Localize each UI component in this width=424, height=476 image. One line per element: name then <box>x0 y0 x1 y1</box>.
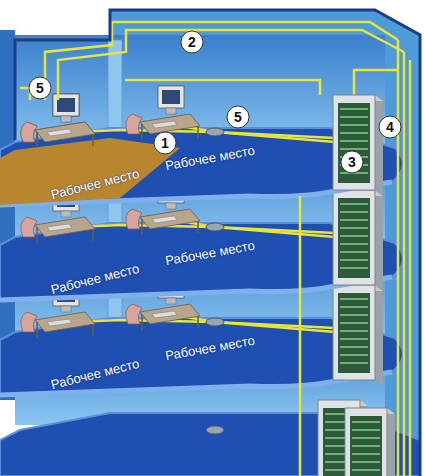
callout-circle <box>29 77 51 99</box>
callout-number: 3 <box>341 151 363 173</box>
riser-cable <box>300 40 410 476</box>
highlighted-floor <box>0 138 180 205</box>
callout-circle <box>379 116 401 138</box>
callout-number: 1 <box>154 132 176 154</box>
callout-circle <box>341 151 363 173</box>
area-label: Рабочее место <box>49 356 140 392</box>
area-label: Рабочее место <box>164 333 256 363</box>
callout-circle <box>154 132 176 154</box>
cable <box>20 88 30 100</box>
building-outline <box>15 10 420 476</box>
workstation <box>21 94 95 148</box>
floor <box>0 30 403 210</box>
callout-number: 4 <box>379 116 401 138</box>
floor-outlet <box>206 426 224 434</box>
callout-circle <box>181 31 203 53</box>
callout-circle <box>227 106 249 128</box>
area-label: Рабочее место <box>164 238 256 268</box>
callout-number: 5 <box>227 106 249 128</box>
area-label: Рабочее место <box>164 143 256 173</box>
area-label: Рабочее место <box>49 166 140 202</box>
callout-number: 5 <box>29 77 51 99</box>
rack <box>345 408 395 476</box>
area-label: Рабочее место <box>49 261 140 297</box>
ceiling-cable <box>45 22 398 100</box>
callout-number: 2 <box>181 31 203 53</box>
